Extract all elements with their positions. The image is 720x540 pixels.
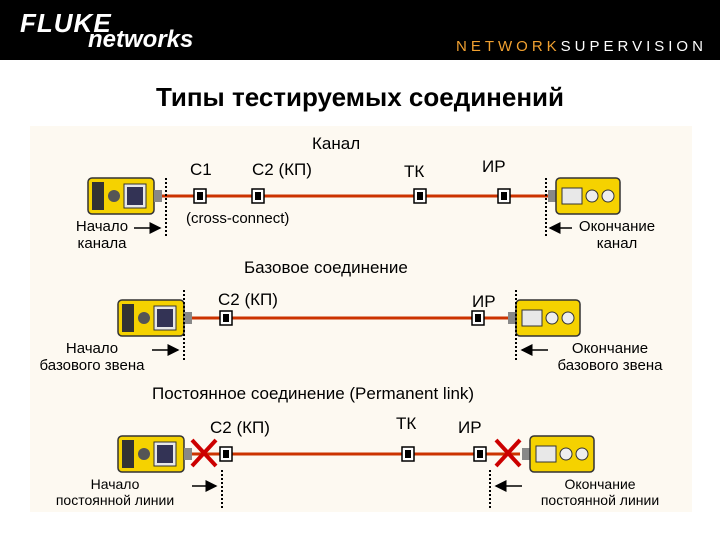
tagline: NETWORKSUPERVISION [456,38,707,55]
cross-left-icon [190,438,218,468]
tester-main-permanent [117,435,193,473]
perm-label-tk: ТК [396,414,417,433]
tester-main-channel [87,177,163,215]
perm-end-label: Окончание постоянной линии [540,476,660,508]
label-tk: ТК [404,162,425,181]
basic-start-label: Начало базового звена [39,340,145,374]
label-c1: C1 [190,160,212,179]
cross-right-icon [494,438,522,468]
connector-perm-tk [401,446,415,462]
connector-tk [413,188,427,204]
label-cross-connect: (cross-connect) [186,210,290,227]
perm-label-c2: C2 (КП) [210,418,270,437]
tester-main-basic [117,299,193,337]
connector-c2 [251,188,265,204]
brand-logo-networks: networks [88,26,194,53]
basic-heading: Базовое соединение [244,258,408,277]
remote-channel [547,177,621,215]
basic-end-label: Окончание базового звена [557,340,663,374]
connector-ir [497,188,511,204]
channel-end-label: Окончание канал [578,218,656,252]
channel-start-label: Начало канала [75,218,129,252]
perm-start-label: Начало постоянной линии [55,476,175,508]
label-c2: C2 (КП) [252,160,312,179]
tagline-part-a: NETWORK [456,38,561,55]
connector-perm-ir [473,446,487,462]
channel-heading: Канал [312,134,361,153]
basic-label-ir: ИР [472,292,496,311]
connector-basic-c2 [219,310,233,326]
remote-basic [507,299,581,337]
brand-logo-fluke: FLUKE [20,8,112,38]
connector-perm-c2 [219,446,233,462]
perm-label-ir: ИР [458,418,482,437]
slide-title: Типы тестируемых соединений [155,82,565,112]
connector-c1 [193,188,207,204]
tagline-part-b: SUPERVISION [560,38,707,55]
connector-basic-ir [471,310,485,326]
remote-permanent [521,435,595,473]
permanent-heading: Постоянное соединение (Permanent link) [152,384,475,403]
basic-label-c2: C2 (КП) [218,290,278,309]
label-ir: ИР [482,157,506,176]
header-bar: FLUKE networks NETWORKSUPERVISION [0,0,720,60]
